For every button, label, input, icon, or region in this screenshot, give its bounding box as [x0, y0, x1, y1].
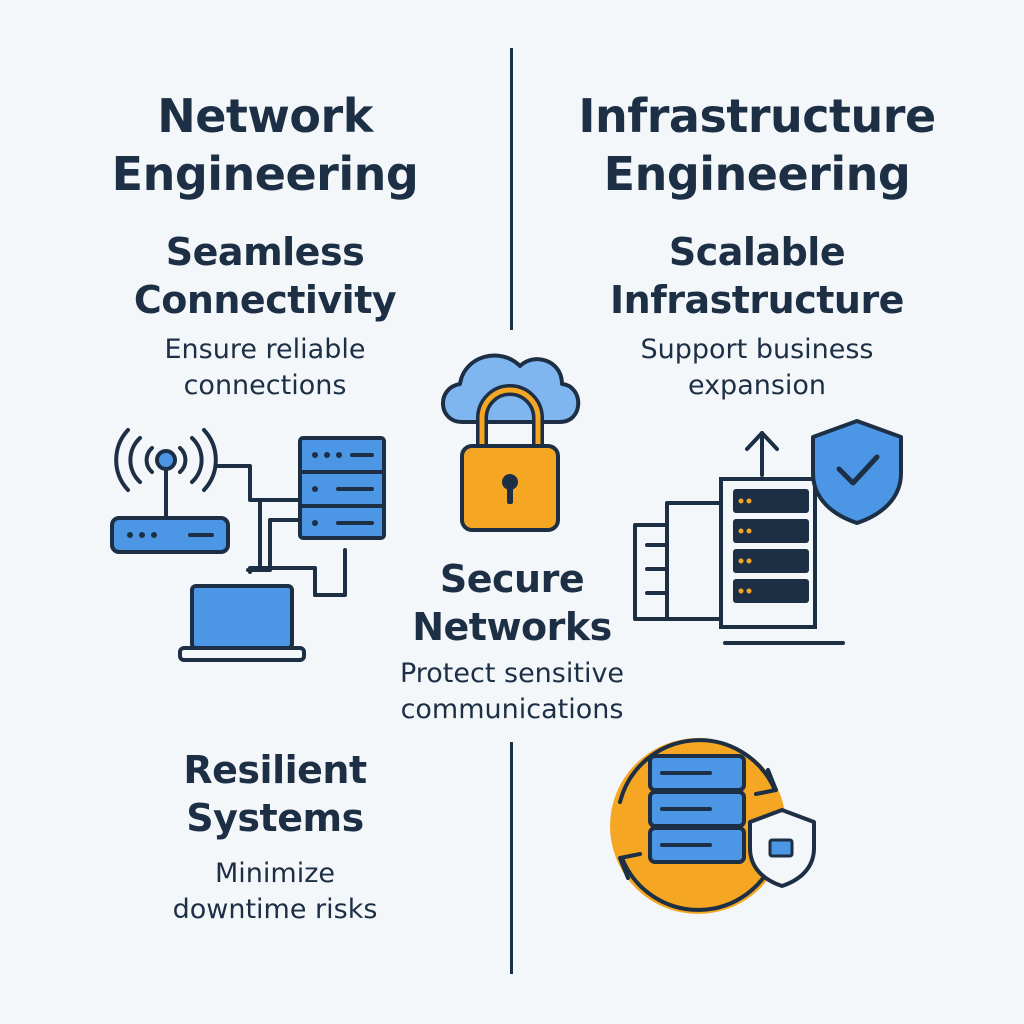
seamless-connectivity-title: Seamless Connectivity: [133, 230, 397, 322]
network-engineering-title: Network Engineering: [111, 89, 419, 201]
padlock-icon: [460, 384, 560, 532]
wifi-router-icon: [110, 449, 230, 554]
resilient-systems-desc: Minimize downtime risks: [172, 858, 378, 925]
seamless-connectivity-desc: Ensure reliable connections: [164, 334, 366, 401]
laptop-icon: [178, 584, 306, 662]
server-backup-illustration: [610, 738, 816, 914]
building-icon: [633, 501, 725, 621]
upload-arrow-icon: [745, 431, 779, 477]
secure-networks-title: Secure Networks: [412, 557, 612, 649]
wifi-signal-icon: [114, 428, 218, 492]
resilient-systems-title: Resilient Systems: [183, 748, 367, 840]
server-backup-cycle-icon: [610, 738, 786, 914]
center-divider-bottom: [510, 742, 513, 974]
server-rack-icon: [719, 477, 817, 629]
network-connectivity-illustration: [110, 428, 386, 662]
center-divider-top: [510, 48, 513, 330]
infrastructure-engineering-title: Infrastructure Engineering: [578, 89, 936, 201]
server-rack-icon: [298, 436, 386, 540]
scalable-infrastructure-desc: Support business expansion: [640, 334, 874, 401]
shield-check-icon: [811, 419, 903, 525]
shield-icon: [748, 808, 816, 888]
scalable-infrastructure-title: Scalable Infrastructure: [610, 230, 904, 322]
cloud-lock-illustration: [441, 353, 581, 532]
infrastructure-illustration: [633, 419, 903, 645]
secure-networks-desc: Protect sensitive communications: [399, 658, 625, 725]
